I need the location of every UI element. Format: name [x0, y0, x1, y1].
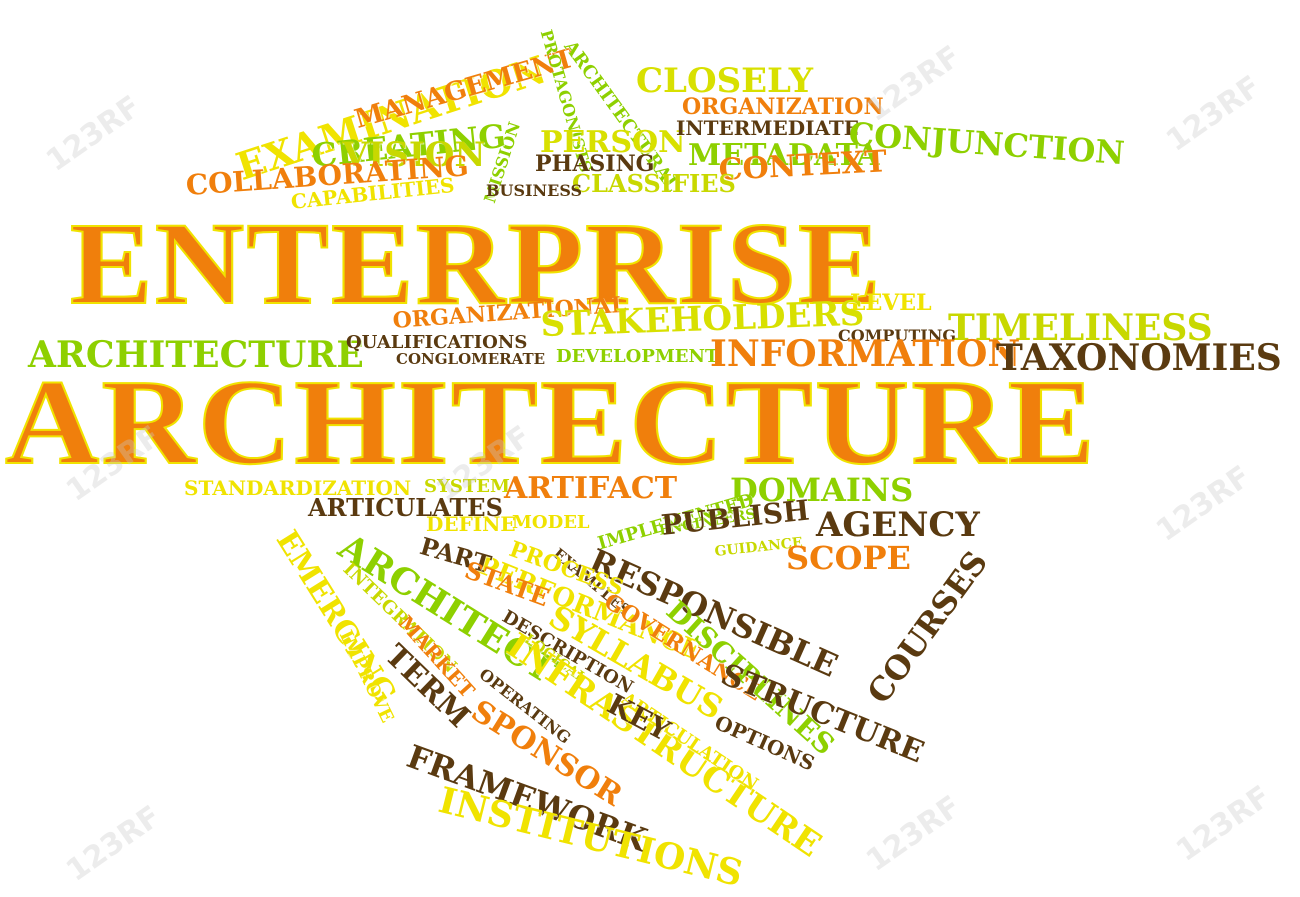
- cloud-word: LEVEL: [850, 290, 932, 316]
- cloud-word: ARCHITECTURE: [4, 355, 1097, 490]
- cloud-word: CLOSELY: [636, 61, 814, 101]
- cloud-word: ENTERPRISE: [69, 198, 883, 329]
- cloud-word: ARTICULATES: [308, 493, 503, 522]
- cloud-word: BUSINESS: [486, 181, 583, 200]
- cloud-word: PERSON: [540, 125, 686, 160]
- cloud-word: PUBLISH: [659, 493, 811, 542]
- cloud-word: DEVELOPMENT: [556, 346, 719, 367]
- cloud-word: PHASING: [535, 151, 655, 177]
- watermark-logo: 123RF: [1160, 69, 1268, 159]
- cloud-word: AGENCY: [816, 505, 980, 545]
- cloud-word: TIMELINESS: [948, 307, 1213, 349]
- cloud-word: SCOPE: [786, 539, 911, 577]
- watermark-logo: 123RF: [40, 89, 148, 179]
- cloud-word: ARCHITECTURE: [28, 334, 364, 376]
- cloud-word: QUALIFICATIONS: [346, 332, 528, 353]
- cloud-word: CONTEXT: [717, 144, 888, 188]
- cloud-word: INTERMEDIATE: [676, 116, 860, 140]
- watermark-logo: 123RF: [1150, 459, 1258, 549]
- cloud-word: VISION: [342, 135, 486, 175]
- cloud-word: SYSTEM: [424, 476, 510, 497]
- watermark-logo: 123RF: [60, 799, 168, 889]
- cloud-word: CLASSIFIES: [572, 169, 736, 198]
- cloud-word: STANDARDIZATION: [184, 476, 412, 500]
- cloud-word: DOMAINS: [730, 471, 914, 509]
- cloud-word: CONGLOMERATE: [396, 350, 546, 368]
- cloud-word: METADATA: [688, 138, 880, 173]
- cloud-word: DEFINE: [426, 512, 516, 536]
- watermark-logo: 123RF: [1170, 779, 1278, 869]
- cloud-word: ORGANIZATION: [682, 94, 884, 120]
- cloud-word: INFORMATION: [710, 333, 1021, 375]
- watermark-logo: 123RF: [860, 789, 968, 879]
- watermark-logo: 123RF: [860, 39, 968, 129]
- cloud-word: TAXONOMIES: [996, 337, 1282, 379]
- cloud-word: MODEL: [512, 512, 590, 533]
- cloud-word: ARTIFACT: [504, 471, 678, 506]
- cloud-word: CONJUNCTION: [847, 115, 1126, 173]
- cloud-word: COMPUTING: [838, 326, 957, 345]
